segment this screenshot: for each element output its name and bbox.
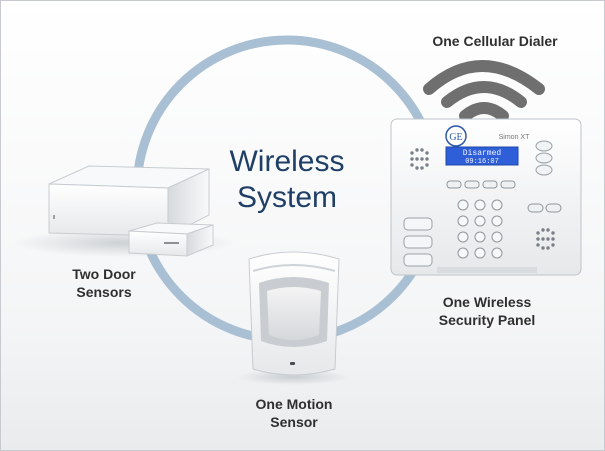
center-title-line-2: System [236,181,338,214]
door-sensors-icon [14,165,234,257]
display-time-text: 09:16:07 [465,158,499,166]
motion-sensor-line-2: Sensor [270,414,318,430]
signal-waves-icon [423,60,545,122]
function-keys-icon [446,180,516,189]
security-panel-line-1: One Wireless [442,294,532,310]
panel-display [445,146,519,166]
left-keys-icon [403,217,433,267]
panel-brand: GE [449,132,462,143]
security-panel-line-2: Security Panel [438,312,536,328]
security-panel-icon: GE Simon XT Disarmed 09:16:07 [390,118,582,276]
motion-sensor-line-1: One Motion [255,396,333,412]
cellular-dialer-label: One Cellular Dialer [397,32,593,50]
security-panel-label: One Wireless Security Panel [412,293,562,329]
door-sensors-label: Two Door Sensors [49,265,159,301]
right-keys-icon [527,203,562,213]
panel-model: Simon XT [499,134,530,141]
brand-logo [445,125,467,147]
speaker-grille-icon [410,148,429,170]
center-title-line-1: Wireless [229,145,345,178]
display-status-text: Disarmed [463,149,502,158]
cellular-dialer-text: One Cellular Dialer [432,33,558,49]
center-title: Wireless System [197,144,377,216]
nav-keys-icon [535,140,553,176]
door-sensors-line-2: Sensors [76,284,132,300]
door-sensors-line-1: Two Door [72,266,136,282]
keypad-icon [457,199,503,259]
motion-sensor-label: One Motion Sensor [233,395,355,431]
motion-sensor-icon [237,251,349,385]
panel-speaker-icon [536,228,555,250]
